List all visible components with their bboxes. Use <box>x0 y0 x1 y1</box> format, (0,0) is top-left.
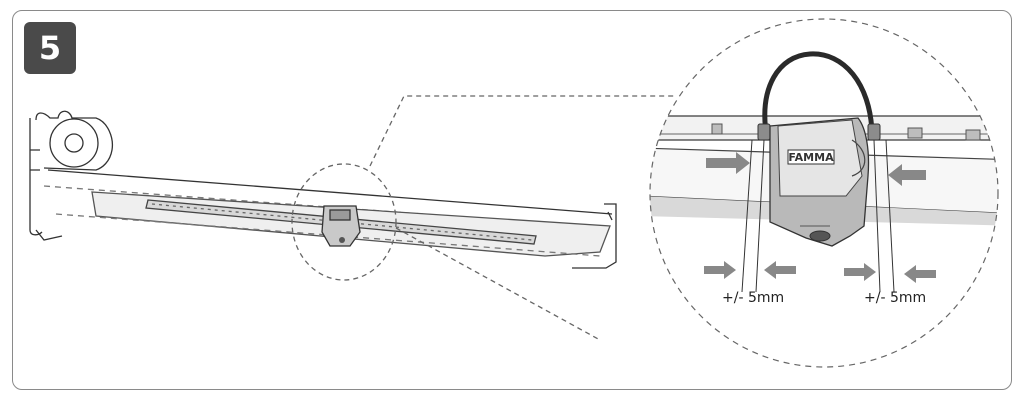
brand-logo: FAMMA <box>788 151 834 164</box>
detail-marker-circle <box>291 163 397 281</box>
arrow-left-lower-1 <box>764 261 796 279</box>
strap <box>762 51 875 133</box>
arrow-right-lower-2 <box>844 263 876 281</box>
roller-housing <box>29 110 114 241</box>
arrow-left-lower-2 <box>904 265 936 283</box>
detail-view: FAMMA +/- 5mm +/- 5mm <box>649 18 999 368</box>
tolerance-label-right: +/- 5mm <box>864 290 926 306</box>
tolerance-label-left: +/- 5mm <box>722 290 784 306</box>
step-number: 5 <box>38 29 62 67</box>
arrows <box>704 152 936 283</box>
tolerance-lines <box>741 139 895 293</box>
awning-overview <box>29 95 676 341</box>
detail-circle <box>649 18 999 368</box>
arrow-right-lower-1 <box>704 261 736 279</box>
overview-slider <box>321 205 361 247</box>
slider-clip: FAMMA <box>769 117 870 247</box>
arrow-right-upper-left <box>706 152 750 174</box>
arrow-left-upper-right <box>888 164 926 186</box>
step-number-badge: 5 <box>24 22 76 74</box>
